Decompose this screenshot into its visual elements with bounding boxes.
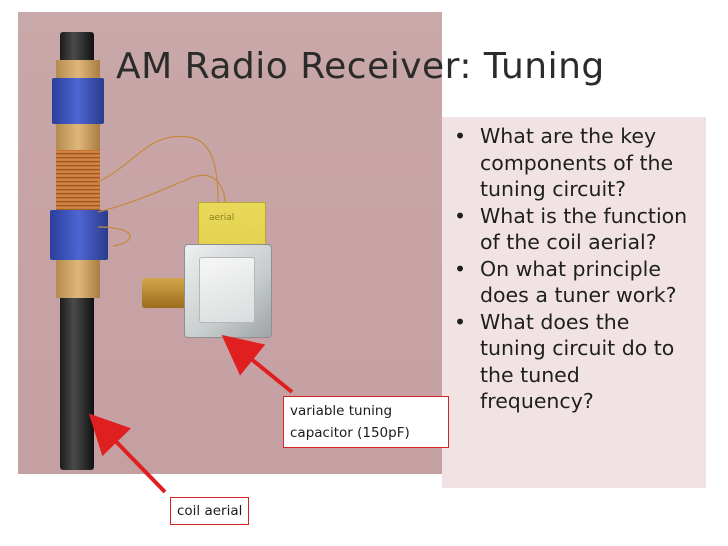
bullet-item: • What are the key components of the tuni… [450, 123, 700, 203]
bullet-item: • What does the tuning circuit do to the … [450, 309, 700, 415]
bullet-text: On what principle does a tuner work? [480, 256, 677, 308]
pcb-board-text: aerial [209, 213, 235, 223]
capacitor-label: variable tuning capacitor (150pF) [283, 396, 449, 448]
bullet-list: • What are the key components of the tuni… [442, 117, 706, 415]
coil-wires [97, 135, 226, 247]
bullet-box: • What are the key components of the tuni… [442, 117, 706, 488]
capacitor-shaft [142, 278, 186, 308]
slide-title: AM Radio Receiver: Tuning [116, 46, 605, 87]
bullet-marker: • [454, 203, 467, 228]
bullet-marker: • [454, 309, 467, 334]
bullet-text: What does the tuning circuit do to the t… [480, 309, 675, 414]
capacitor-label-line2: capacitor (150pF) [290, 425, 410, 441]
bullet-marker: • [454, 256, 467, 281]
bullet-text: What is the function of the coil aerial? [480, 203, 688, 255]
tape-tan-bottom [56, 260, 100, 298]
coil-arrow [88, 413, 167, 494]
bullet-marker: • [454, 124, 467, 148]
capacitor-arrow [221, 334, 294, 394]
capacitor-label-line1: variable tuning [290, 403, 393, 419]
bullet-item: • On what principle does a tuner work? [450, 256, 700, 309]
bullet-item: • What is the function of the coil aerial… [450, 203, 700, 256]
variable-capacitor [184, 244, 272, 338]
tape-blue-top [52, 78, 104, 124]
capacitor-window [199, 257, 255, 323]
aerial-photo: aerial [18, 12, 442, 474]
bullet-text: What are the key components of the tunin… [480, 124, 674, 201]
tape-tan-top [56, 60, 100, 78]
coil-aerial-label: coil aerial [170, 497, 250, 525]
tape-blue-bottom [50, 210, 108, 260]
tape-tan-mid [56, 124, 100, 152]
